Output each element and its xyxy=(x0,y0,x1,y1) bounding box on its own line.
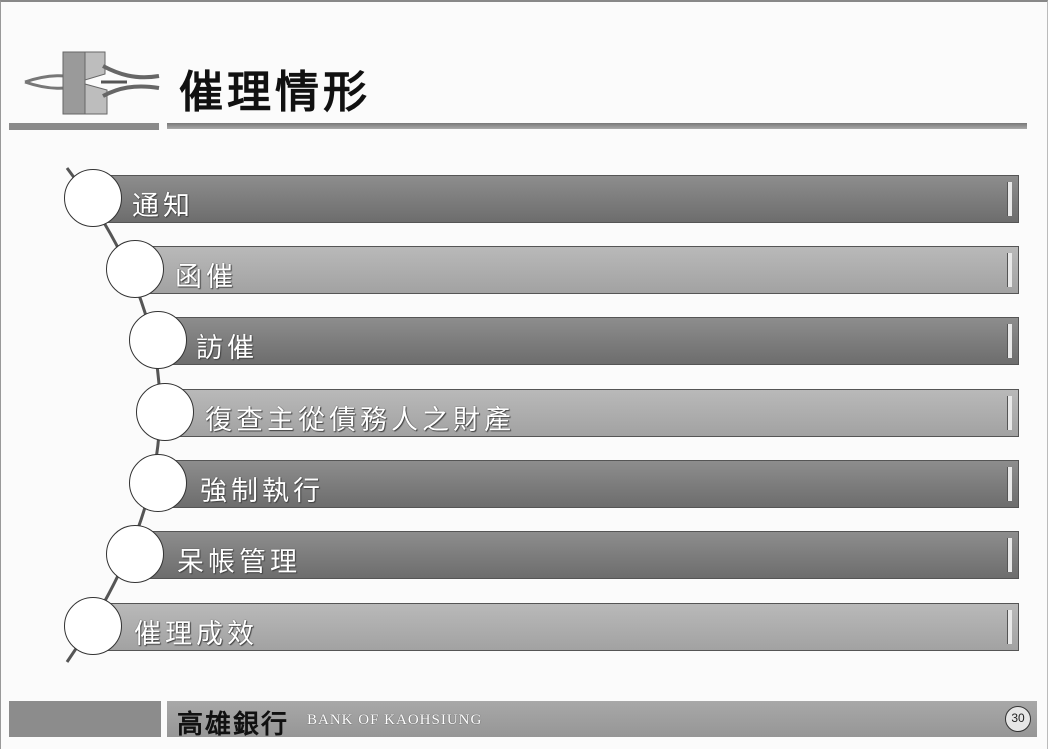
step-bubble xyxy=(64,597,122,655)
bank-logo-icon xyxy=(24,51,160,115)
step-end-cap xyxy=(1007,610,1012,644)
step-bubble xyxy=(64,169,122,227)
page-title: 催理情形 xyxy=(179,67,371,118)
step-bar-bad-debt-management: 呆帳管理 xyxy=(136,531,1019,579)
step-bar-collection-results: 催理成效 xyxy=(95,603,1019,651)
step-label: 強制執行 xyxy=(200,476,324,507)
step-end-cap xyxy=(1007,538,1012,572)
step-bubble xyxy=(136,383,194,441)
step-bar-enforcement: 強制執行 xyxy=(159,460,1019,508)
step-bubble xyxy=(129,454,187,512)
header-divider-left xyxy=(9,123,159,130)
footer-bank-name-en: BANK OF KAOHSIUNG xyxy=(307,712,483,728)
step-bubble xyxy=(106,525,164,583)
step-label: 通知 xyxy=(132,191,194,222)
step-bar-asset-review: 復查主從債務人之財產 xyxy=(166,389,1019,437)
step-bubble xyxy=(106,240,164,298)
step-label: 催理成效 xyxy=(134,619,258,650)
step-bar-letter-collection: 函催 xyxy=(136,246,1019,294)
step-label: 函催 xyxy=(175,262,237,293)
step-label: 呆帳管理 xyxy=(177,547,301,578)
footer-block-left xyxy=(9,701,161,737)
page-number: 30 xyxy=(1005,706,1031,732)
footer-bank-name-zh: 高雄銀行 xyxy=(177,710,290,740)
step-end-cap xyxy=(1007,182,1012,216)
step-label: 訪催 xyxy=(196,333,258,364)
step-end-cap xyxy=(1007,324,1012,358)
step-end-cap xyxy=(1007,467,1012,501)
header-divider-right xyxy=(167,123,1027,129)
step-end-cap xyxy=(1007,396,1012,430)
step-bar-notify: 通知 xyxy=(95,175,1019,223)
footer-bar xyxy=(167,701,1037,737)
step-bubble xyxy=(129,311,187,369)
step-bar-visit-collection: 訪催 xyxy=(159,317,1019,365)
step-label: 復查主從債務人之財產 xyxy=(205,405,515,436)
step-end-cap xyxy=(1007,253,1012,287)
